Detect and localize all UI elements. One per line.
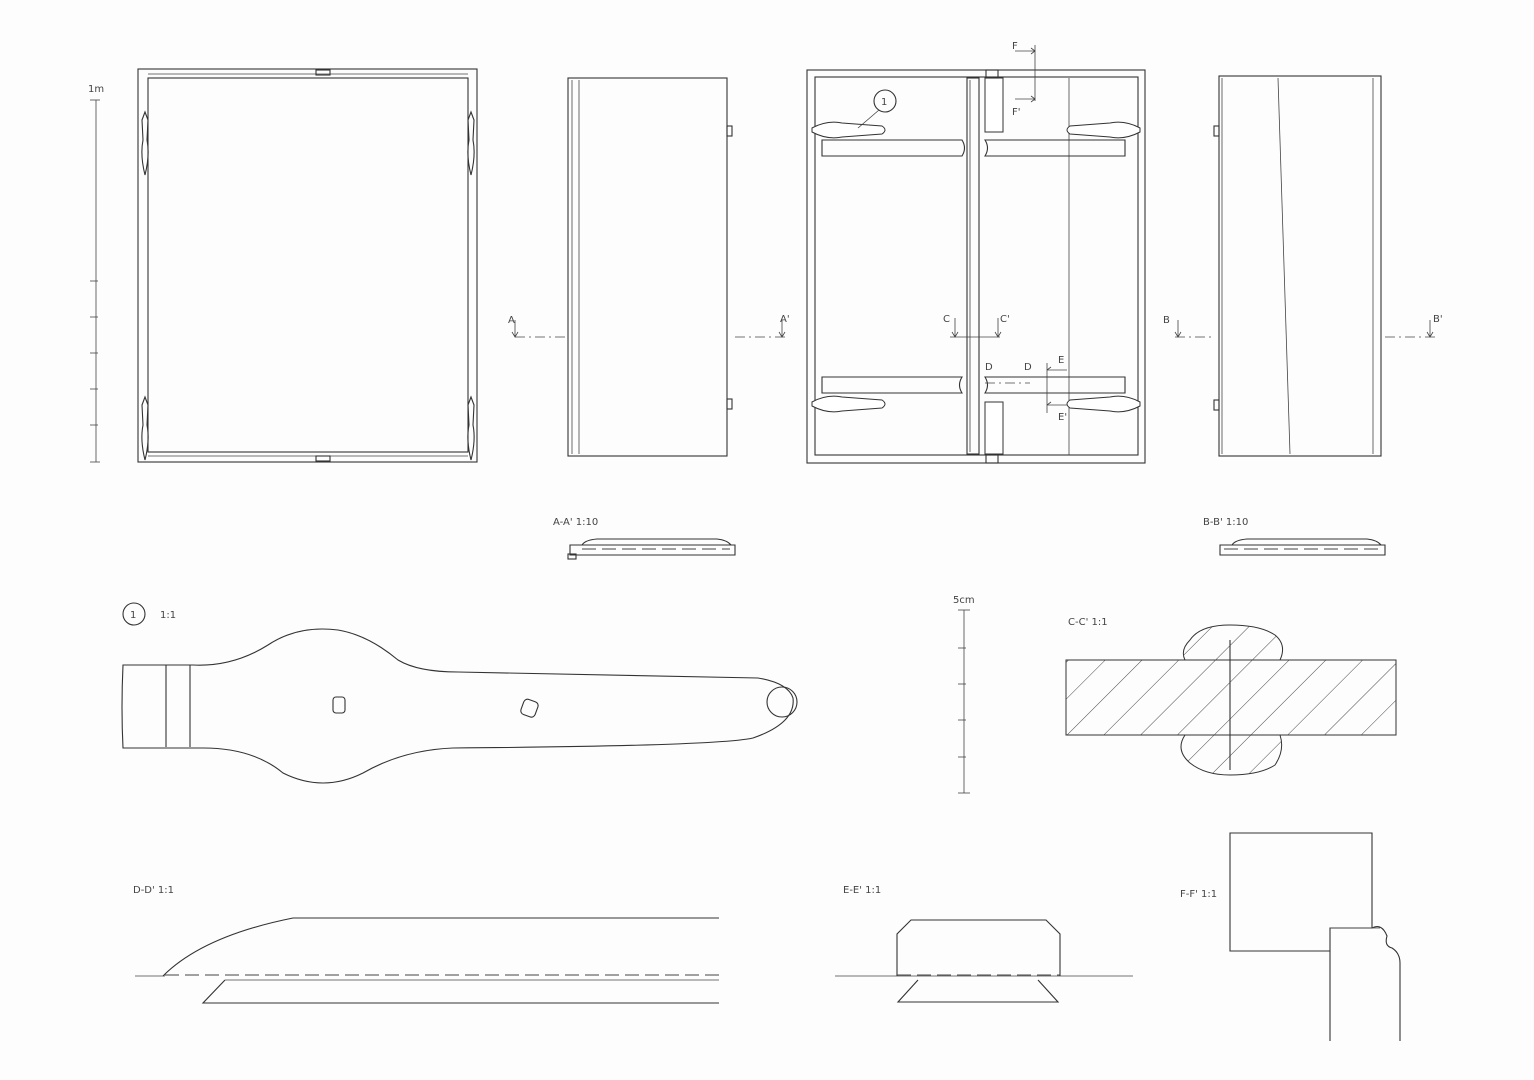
detail-1-scale: 1:1 (160, 610, 176, 621)
scale-bar-1m: 1m (88, 84, 104, 463)
section-f-f: F-F' 1:1 (1180, 832, 1401, 1041)
detail-1-hinge-plate: 1 1:1 (121, 602, 798, 784)
section-mark-b-prime: B' (1433, 314, 1443, 325)
caption-b-b: B-B' 1:10 (1203, 517, 1248, 528)
side-view-left: A A' (508, 77, 790, 457)
front-view-closed (137, 68, 478, 463)
section-e-e: E-E' 1:1 (835, 885, 1133, 1003)
caption-f-f: F-F' 1:1 (1180, 889, 1217, 900)
section-b-b: B-B' 1:10 (1203, 517, 1386, 556)
scale-bar-5cm: 5cm (953, 595, 975, 794)
section-mark-a: A (508, 315, 515, 326)
section-mark-f: F (1012, 41, 1018, 52)
section-mark-e-prime: E' (1058, 412, 1067, 423)
section-mark-c-prime: C' (1000, 314, 1010, 325)
side-view-right: B B' (1163, 75, 1443, 457)
caption-d-d: D-D' 1:1 (133, 885, 174, 896)
section-mark-d-prime: D (1024, 362, 1032, 373)
detail-1-number: 1 (130, 610, 136, 621)
caption-a-a: A-A' 1:10 (553, 517, 598, 528)
scale-bar-5cm-label: 5cm (953, 595, 975, 606)
caption-e-e: E-E' 1:1 (843, 885, 881, 896)
rear-view-open: 1 F F' C C' D D E E' (806, 41, 1146, 464)
caption-c-c: C-C' 1:1 (1068, 617, 1108, 628)
section-a-a: A-A' 1:10 (553, 517, 736, 560)
section-mark-d: D (985, 362, 993, 373)
section-mark-b: B (1163, 315, 1170, 326)
section-d-d: D-D' 1:1 (133, 885, 719, 1004)
section-mark-a-prime: A' (780, 314, 790, 325)
scale-bar-label: 1m (88, 84, 104, 95)
detail-callout-1: 1 (881, 97, 887, 108)
section-mark-c: C (943, 314, 950, 325)
section-c-c: C-C' 1:1 (1065, 617, 1397, 776)
section-mark-f-prime: F' (1012, 107, 1021, 118)
section-mark-e: E (1058, 355, 1064, 366)
